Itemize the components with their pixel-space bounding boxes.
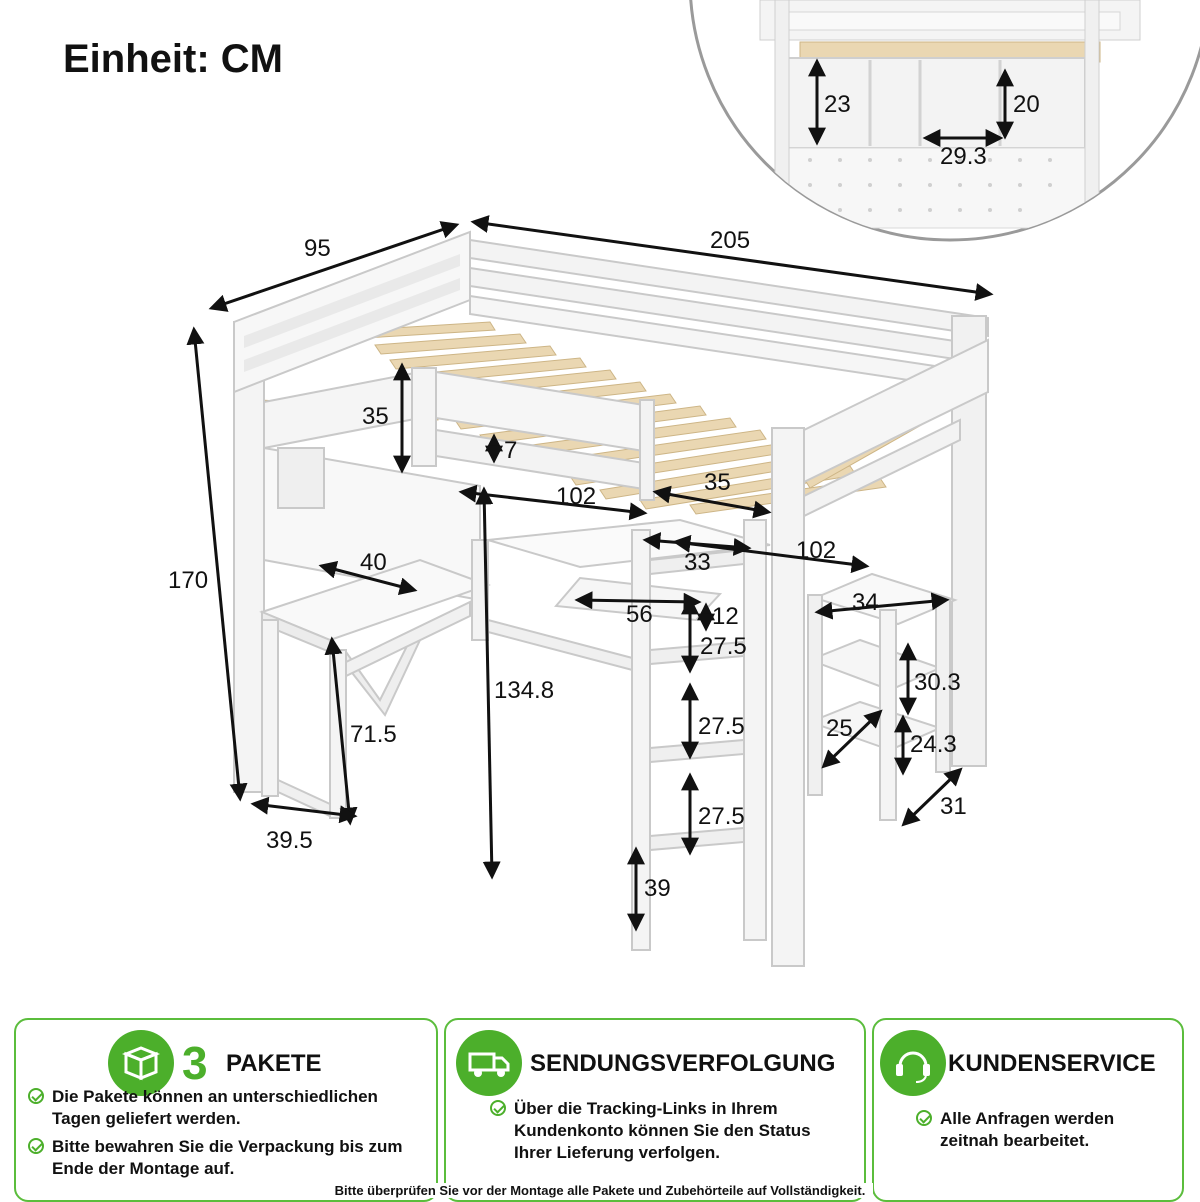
dim-cubby-width: 29.3 — [940, 143, 987, 170]
dim-shelf-width: 34 — [852, 589, 879, 616]
packages-count: 3 — [182, 1037, 208, 1089]
dim-keyboard-tray-width: 56 — [626, 601, 653, 628]
dim-length: 205 — [710, 227, 750, 254]
dim-guard-rail-height: 35 — [362, 403, 389, 430]
dim-rung-spacing-mid: 27.5 — [698, 713, 745, 740]
dim-side-length: 102 — [796, 537, 836, 564]
dim-desk-height: 71.5 — [350, 721, 397, 748]
inset-detail: 23 20 29.3 — [689, 0, 1200, 242]
check-circle-icon — [916, 1110, 932, 1126]
panel-tracking: SENDUNGSVERFOLGUNG Über die Tracking-Lin… — [444, 1018, 866, 1202]
headset-icon — [880, 1030, 946, 1096]
dim-shelf-spacing-low: 24.3 — [910, 731, 957, 758]
panel-customer-service: KUNDENSERVICE Alle Anfragen werden zeitn… — [872, 1018, 1184, 1202]
dim-keyboard-tray-height: 12 — [712, 603, 739, 630]
dim-desk-depth: 40 — [360, 549, 387, 576]
dim-rung-spacing-top: 27.5 — [700, 633, 747, 660]
unit-label: Einheit: CM — [63, 37, 283, 81]
dim-entry-opening: 35 — [704, 469, 731, 496]
truck-icon — [456, 1030, 522, 1096]
dim-ladder-bottom: 39 — [644, 875, 671, 902]
bed-illustration — [233, 230, 989, 967]
list-item: Alle Anfragen werden zeitnah bearbeitet. — [916, 1108, 1166, 1152]
dim-rung-spacing-low: 27.5 — [698, 803, 745, 830]
packages-list: Die Pakete können an unterschiedlichen T… — [28, 1086, 428, 1186]
check-circle-icon — [28, 1138, 44, 1154]
dim-ladder-width: 33 — [684, 549, 711, 576]
list-item: Über die Tracking-Links in Ihrem Kundenk… — [490, 1098, 830, 1164]
dim-guard-rail-length: 102 — [556, 483, 596, 510]
dim-cubby-height-left: 23 — [824, 91, 851, 118]
panel-packages: 3 PAKETE Die Pakete können an unterschie… — [14, 1018, 438, 1202]
loft-bed-diagram: Einheit: CM 23 20 29.3 — [63, 0, 1200, 967]
dim-slat-gap: 7 — [504, 437, 517, 464]
tracking-title: SENDUNGSVERFOLGUNG — [530, 1050, 836, 1077]
dim-width: 95 — [304, 235, 331, 262]
list-item: Die Pakete können an unterschiedlichen T… — [28, 1086, 428, 1130]
dim-total-height: 170 — [168, 567, 208, 594]
dim-under-bed-clearance: 134.8 — [494, 677, 554, 704]
check-circle-icon — [28, 1088, 44, 1104]
footer-note: Bitte überprüfen Sie vor der Montage all… — [0, 1182, 1200, 1200]
dim-shelf-spacing-top: 30.3 — [914, 669, 961, 696]
dim-shelf-depth: 25 — [826, 715, 853, 742]
check-circle-icon — [490, 1100, 506, 1116]
tracking-list: Über die Tracking-Links in Ihrem Kundenk… — [490, 1098, 830, 1170]
list-item: Bitte bewahren Sie die Verpackung bis zu… — [28, 1136, 428, 1180]
dim-cubby-height-right: 20 — [1013, 91, 1040, 118]
customer-service-list: Alle Anfragen werden zeitnah bearbeitet. — [916, 1108, 1166, 1158]
dim-desk-leg-depth: 39.5 — [266, 827, 313, 854]
dim-shelf-base-depth: 31 — [940, 793, 967, 820]
box-icon — [108, 1030, 174, 1096]
customer-service-title: KUNDENSERVICE — [948, 1050, 1156, 1077]
packages-title: PAKETE — [226, 1050, 322, 1077]
